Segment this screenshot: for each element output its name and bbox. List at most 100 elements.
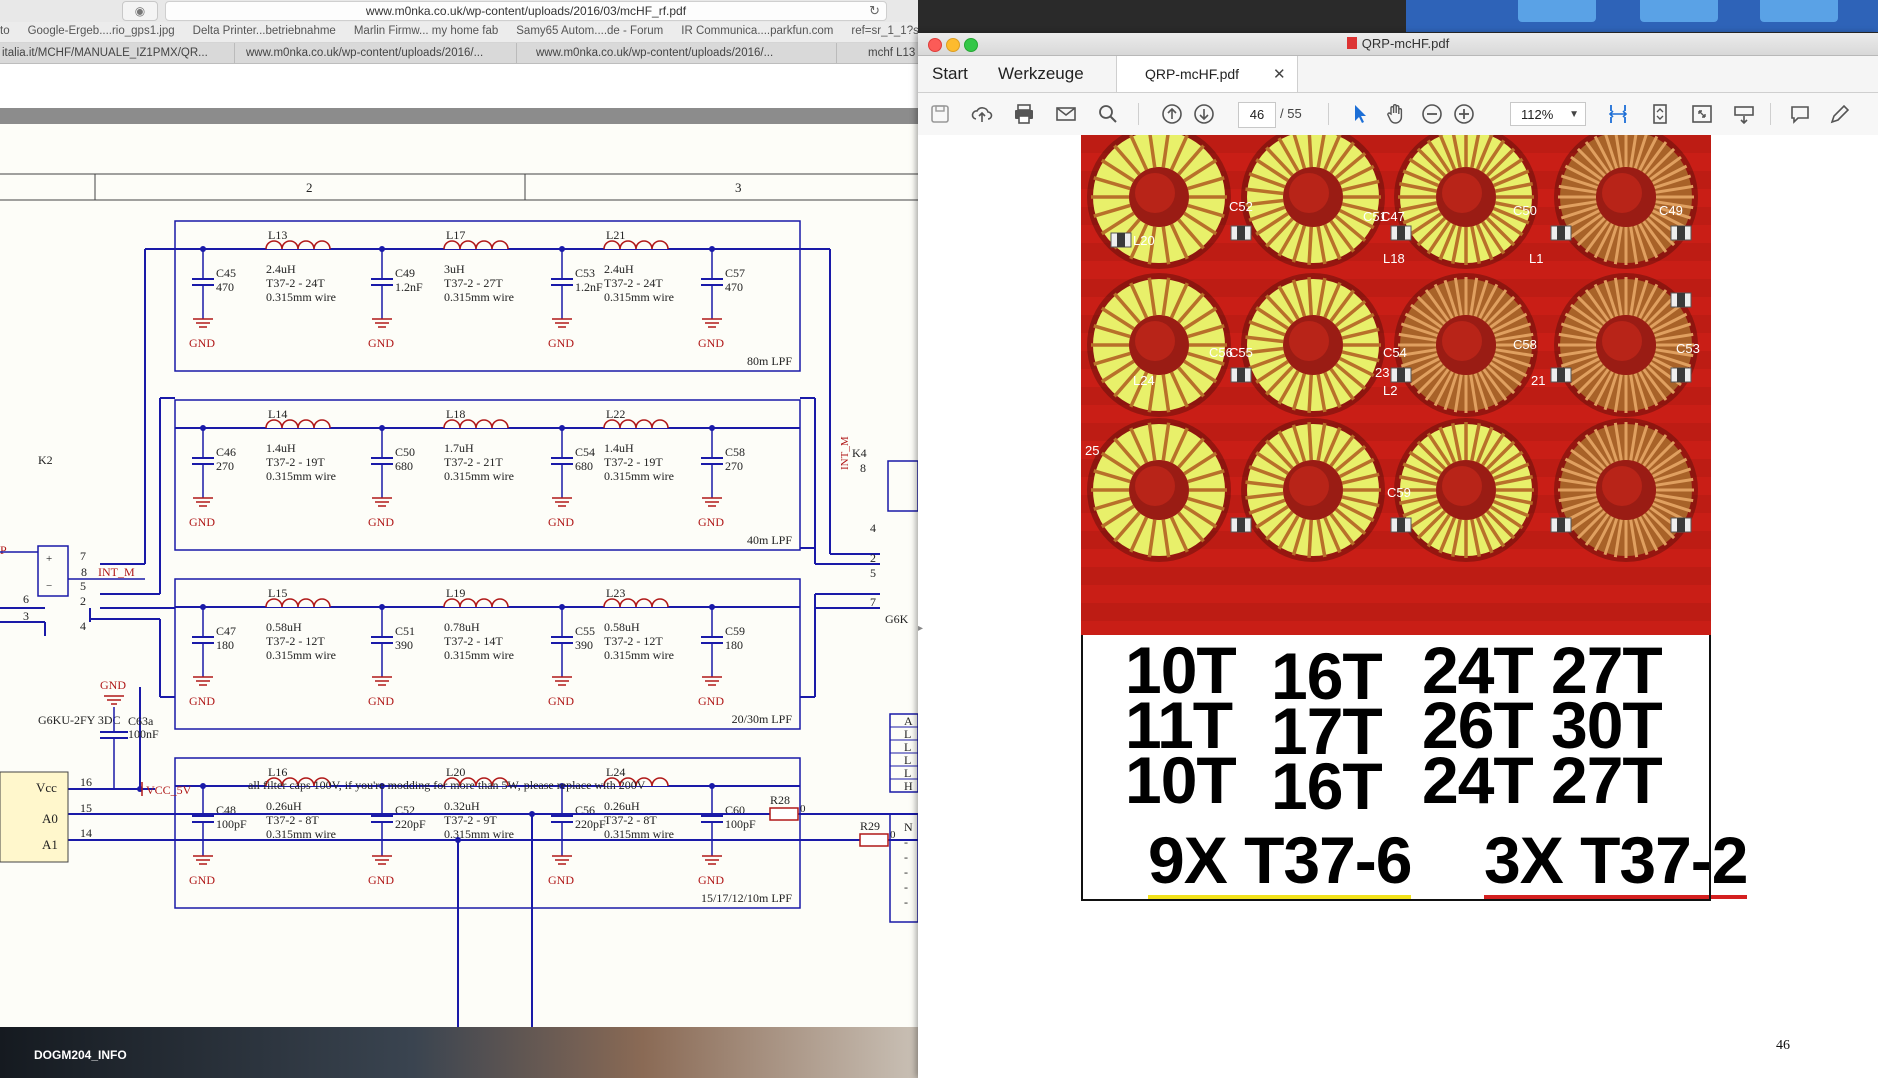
page-number-input[interactable]: 46 [1238, 102, 1276, 128]
inductor-value: 0.26uH [604, 799, 640, 813]
cap-ref: C58 [725, 445, 745, 459]
document-tab[interactable]: QRP-mcHF.pdf ✕ [1116, 56, 1298, 92]
inductor-wire: 0.315mm wire [604, 469, 674, 483]
zoom-in-icon[interactable] [1452, 102, 1476, 126]
column-label: 2 [306, 180, 313, 195]
next-page-icon[interactable] [1192, 102, 1216, 126]
pcb-silkscreen-label: L1 [1529, 251, 1543, 266]
cap-value: 220pF [395, 817, 426, 831]
browser-toolbar: ◉ www.m0nka.co.uk/wp-content/uploads/201… [0, 0, 918, 23]
full-screen-icon[interactable] [1690, 102, 1714, 126]
relay-ref: K4 [852, 446, 867, 460]
save-icon[interactable] [928, 102, 952, 126]
reload-icon[interactable]: ↻ [869, 3, 880, 18]
close-tab-icon[interactable]: ✕ [1273, 66, 1286, 83]
previous-page-icon[interactable] [1160, 102, 1184, 126]
toroid [1087, 418, 1231, 562]
zoom-out-icon[interactable] [1420, 102, 1444, 126]
cap-value: 100nF [128, 727, 159, 741]
toroid [1087, 273, 1231, 417]
inductor-value: 3uH [444, 262, 465, 276]
zoom-value: 112% [1521, 107, 1554, 122]
cap-value: 1.2nF [395, 280, 423, 294]
side-panel-toggle-icon[interactable]: ▸ [918, 623, 924, 634]
bookmark-item[interactable]: Samy65 Autom....de - Forum [516, 25, 664, 37]
bookmark-item[interactable]: Google-Ergeb....rio_gps1.jpg [27, 25, 175, 37]
pcb-silkscreen-label: L2 [1383, 383, 1397, 398]
cap-ref: C57 [725, 266, 745, 280]
cap-value: 470 [216, 280, 234, 294]
page-view-icon[interactable] [1648, 102, 1672, 126]
shield-icon[interactable]: ◉ [122, 1, 158, 21]
inductor-ref: L16 [268, 765, 287, 779]
note-line: - [904, 850, 908, 864]
inductor-ref: L14 [268, 407, 287, 421]
viewer-gray-bar [0, 108, 918, 124]
net-label: P [0, 543, 7, 557]
note-line: N [904, 820, 913, 834]
table-cell: L [904, 727, 911, 741]
inductor-symbol [265, 419, 331, 429]
svg-text:+: + [46, 553, 52, 565]
browser-tab[interactable]: www.m0nka.co.uk/wp-content/uploads/2016/… [528, 43, 837, 63]
note-line: - [904, 895, 908, 909]
menu-start[interactable]: Start [932, 64, 968, 83]
pin-number: 16 [80, 775, 92, 789]
turn-count: 24T [1422, 633, 1534, 707]
scroll-mode-icon[interactable] [1732, 102, 1756, 126]
upload-cloud-icon[interactable] [970, 102, 994, 126]
desktop-file-label[interactable]: DOGM204_INFO [34, 1048, 127, 1062]
core-label: 3X T37-2 [1484, 823, 1748, 899]
lpf-label: 15/17/12/10m LPF [701, 891, 792, 905]
schematic-note: all filter caps 100V, if you're modding … [248, 778, 646, 792]
table-cell: L [904, 766, 911, 780]
inductor-wire: 0.315mm wire [266, 648, 336, 662]
toroid [1554, 273, 1698, 417]
browser-tab[interactable]: italia.it/MCHF/MANUALE_IZ1PMX/QR... [0, 43, 235, 63]
select-cursor-icon[interactable] [1348, 102, 1372, 126]
pcb-silkscreen-label: 25 [1085, 443, 1099, 458]
smd-capacitor [1390, 517, 1412, 533]
minimize-window-button[interactable] [946, 38, 960, 52]
menu-tools[interactable]: Werkzeuge [998, 64, 1084, 83]
pen-icon[interactable] [1828, 102, 1852, 126]
print-icon[interactable] [1012, 102, 1036, 126]
turn-count: 10T [1125, 633, 1237, 707]
search-icon[interactable] [1096, 102, 1120, 126]
inductor-value: 0.26uH [266, 799, 302, 813]
browser-tab[interactable]: mchf L13 [860, 43, 918, 63]
bookmark-item[interactable]: Delta Printer...betriebnahme [192, 25, 336, 37]
pcb-silkscreen-label: C53 [1676, 341, 1700, 356]
url-field[interactable]: www.m0nka.co.uk/wp-content/uploads/2016/… [165, 1, 887, 21]
pcb-silkscreen-label: L18 [1383, 251, 1405, 266]
browser-tab[interactable]: www.m0nka.co.uk/wp-content/uploads/2016/… [238, 43, 517, 63]
pin-number: 2 [870, 551, 876, 565]
resistor-ref: R28 [770, 793, 790, 807]
cap-value: 680 [395, 459, 413, 473]
smd-capacitor [1230, 225, 1252, 241]
bookmark-item[interactable]: Marlin Firmw... my home fab [353, 25, 499, 37]
zoom-select[interactable]: 112%▼ [1510, 102, 1586, 126]
fit-width-icon[interactable] [1606, 102, 1630, 126]
cap-ref: C47 [216, 624, 236, 638]
toroid [1554, 418, 1698, 562]
cap-ref: C45 [216, 266, 236, 280]
gnd-label: GND [368, 515, 394, 529]
bookmark-item[interactable]: IR Communica....parkfun.com [681, 25, 834, 37]
close-window-button[interactable] [928, 38, 942, 52]
toolbar-separator [1328, 103, 1329, 125]
table-cell: A [904, 714, 913, 728]
turn-count: 27T [1551, 633, 1663, 707]
email-icon[interactable] [1054, 102, 1078, 126]
comment-icon[interactable] [1788, 102, 1812, 126]
desktop-tab[interactable] [1640, 0, 1718, 22]
bookmark-item[interactable]: ref=sr_1_1?s...ld [851, 25, 918, 37]
hand-tool-icon[interactable] [1384, 102, 1408, 126]
net-label: VCC_5V [146, 783, 192, 797]
bookmark-item[interactable]: to [0, 25, 10, 37]
desktop-tab[interactable] [1760, 0, 1838, 22]
zoom-window-button[interactable] [964, 38, 978, 52]
toroid [1087, 135, 1231, 269]
desktop-tab[interactable] [1518, 0, 1596, 22]
